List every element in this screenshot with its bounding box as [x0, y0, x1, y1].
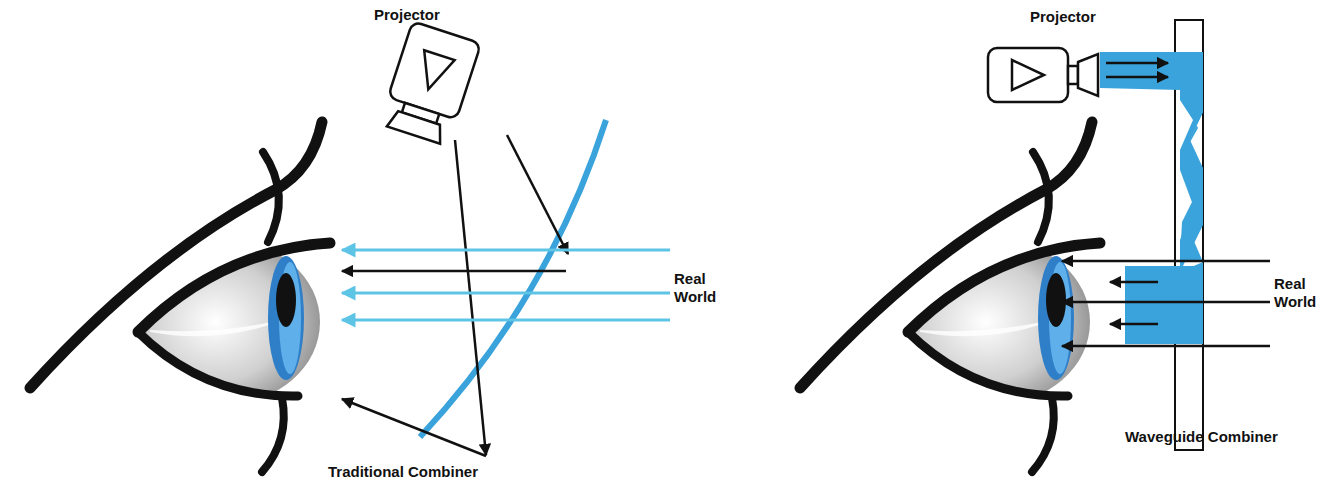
eye-illustration	[30, 122, 330, 472]
projector-icon	[379, 21, 481, 146]
reflected-ray	[342, 270, 566, 273]
projected-ray	[455, 140, 486, 455]
projector-icon	[988, 48, 1098, 102]
projector-lens	[1078, 54, 1098, 96]
projector-body	[388, 21, 481, 119]
projector-lens	[387, 109, 446, 143]
image-ray	[1110, 323, 1158, 326]
projector-body	[988, 48, 1068, 102]
out-coupled-beam	[1125, 266, 1203, 344]
callout-label: Real World	[674, 270, 726, 306]
projector-neck	[1068, 66, 1078, 84]
play-symbol	[1012, 60, 1044, 90]
callout-label: Traditional Combiner	[328, 463, 478, 481]
eye-illustration	[800, 122, 1100, 472]
real-world-ray	[1062, 345, 1270, 348]
callout-label: Projector	[374, 6, 440, 24]
reflected-ray	[342, 399, 486, 456]
projected-ray	[1106, 76, 1168, 79]
real-world-ray	[1062, 260, 1270, 263]
projected-ray	[507, 135, 568, 254]
real-world-ray	[1062, 301, 1270, 304]
image-ray	[1110, 281, 1158, 284]
callout-label: Waveguide Combiner	[1125, 428, 1278, 446]
real-world-ray	[342, 249, 670, 252]
callout-label: Projector	[1030, 8, 1096, 26]
real-world-ray	[342, 292, 670, 295]
waveguide-light-path	[1100, 52, 1203, 344]
waveguide-zigzag	[1180, 88, 1203, 262]
callout-label: Real World	[1274, 275, 1326, 311]
projected-beam	[1100, 52, 1180, 88]
play-symbol	[413, 50, 455, 94]
projected-ray	[1106, 62, 1168, 65]
traditional-combiner	[420, 120, 606, 437]
real-world-ray	[342, 319, 670, 322]
